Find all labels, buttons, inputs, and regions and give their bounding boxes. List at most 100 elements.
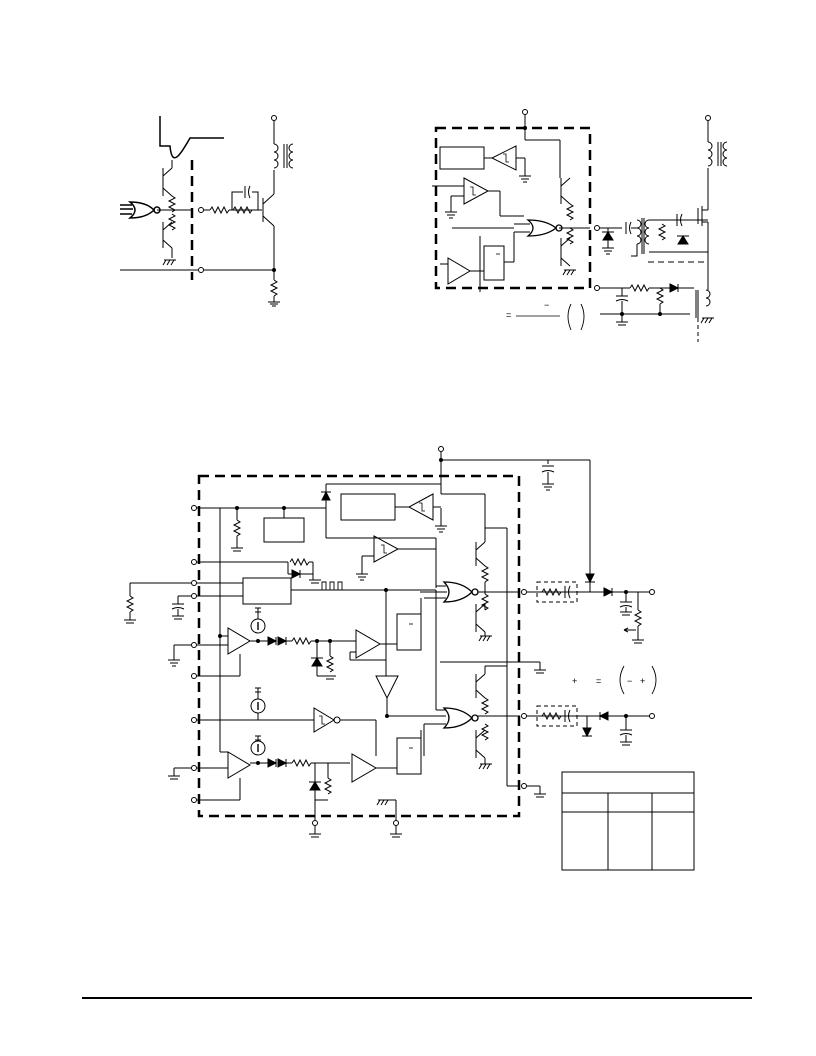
ground-icon: [124, 619, 136, 624]
terminal-node-icon: [521, 783, 527, 789]
ground-icon: [616, 321, 628, 326]
terminal-node-icon: [393, 820, 399, 826]
ground-icon: [562, 269, 576, 276]
triangle-amplifier-icon: [351, 753, 377, 783]
ground-icon: [602, 247, 614, 255]
ground-icon: [534, 793, 546, 798]
ground-icon: [309, 833, 321, 838]
capacitor-icon: [676, 213, 683, 227]
current-source-icon: [250, 698, 266, 714]
resistor-icon: [289, 557, 310, 567]
transformer-icon: [705, 115, 728, 167]
page-footer-rule: [82, 997, 752, 999]
current-source-icon: [250, 740, 266, 756]
or-gate-icon: [442, 707, 479, 729]
resistor-icon: [167, 195, 177, 231]
resistor-icon: [209, 205, 230, 215]
terminal-node-icon: [198, 267, 204, 273]
terminal-node-icon: [522, 109, 528, 115]
latch-block: [483, 245, 505, 281]
or-gate-icon: [526, 219, 563, 237]
resistor-icon: [657, 223, 667, 241]
mosfet-icon: [697, 168, 709, 262]
schmitt-trigger-icon: [490, 145, 517, 171]
terminal-node-icon: [521, 713, 527, 719]
latch-block-b: [396, 737, 422, 775]
reference-block: [439, 146, 485, 170]
diode-icon: [277, 636, 288, 646]
zener-diode-icon: [582, 727, 592, 738]
ic-boundary-box: [434, 126, 592, 290]
resistor-icon: [565, 227, 575, 245]
resistor-icon: [655, 287, 665, 305]
npn-transistor-icon: [475, 541, 486, 633]
resistor-icon: [541, 587, 562, 597]
output-network-b-box: [536, 705, 578, 727]
ground-icon: [700, 317, 714, 324]
resistor-icon: [480, 593, 490, 611]
triangle-amplifier-icon: [375, 675, 399, 700]
triangle-amplifier-icon: [227, 751, 251, 779]
fig3-formula-plus: +: [572, 676, 578, 686]
resistor-icon: [291, 636, 312, 646]
clock-pulse-waveform: [318, 581, 343, 591]
terminal-node-icon: [594, 285, 600, 291]
ground-icon: [172, 615, 184, 620]
diode-icon: [267, 636, 278, 646]
fig2-formula-numerator: −: [544, 300, 549, 310]
reference-regulator-block: [340, 493, 396, 521]
zener-diode-icon: [585, 573, 595, 584]
capacitor-icon: [619, 729, 633, 736]
oscillator-block: [242, 577, 292, 605]
resistor-icon: [232, 519, 242, 537]
ground-icon: [519, 175, 531, 183]
ic-boundary-box: [197, 474, 521, 818]
schmitt-trigger-icon: [463, 177, 490, 205]
ground-icon: [162, 259, 176, 266]
terminal-node-icon: [198, 207, 204, 213]
ground-icon: [534, 669, 546, 674]
terminal-node-icon: [649, 713, 655, 719]
triangle-amplifier-icon: [227, 627, 251, 655]
terminal-node-icon: [594, 225, 600, 231]
terminal-node-icon: [438, 446, 444, 452]
ground-icon: [620, 611, 632, 616]
triangle-amplifier-icon: [355, 629, 381, 659]
ground-icon: [632, 639, 644, 644]
fig2-formula: =: [506, 310, 511, 320]
ground-icon: [390, 833, 402, 838]
schmitt-trigger-icon: [373, 535, 400, 563]
resistor-icon: [633, 609, 643, 627]
diode-icon: [291, 569, 302, 579]
npn-transistor-icon: [162, 160, 173, 258]
ground-icon: [168, 659, 180, 667]
diode-icon: [603, 587, 614, 597]
ground-icon: [231, 547, 243, 552]
capacitor-icon: [619, 601, 633, 608]
ground-icon: [620, 741, 632, 746]
capacitor-icon: [625, 221, 632, 235]
capacitor-icon: [615, 295, 629, 302]
transformer-icon: [695, 262, 711, 318]
ground-icon: [542, 483, 554, 491]
or-gate-icon: [442, 581, 479, 603]
pin-terminals: [191, 505, 197, 803]
diode-icon: [267, 758, 278, 768]
schmitt-trigger-icon: [407, 493, 434, 521]
resistor-icon: [541, 711, 562, 721]
or-gate-icon: [120, 201, 161, 219]
zener-diode-icon: [309, 781, 321, 791]
zener-diode-icon: [677, 235, 689, 245]
gate-voltage-waveform: [159, 116, 224, 159]
ground-icon: [168, 775, 180, 780]
terminal-node-icon: [521, 589, 527, 595]
selection-table: [561, 771, 695, 871]
output-network-a-box: [536, 581, 578, 603]
current-source-icon: [250, 618, 266, 634]
resistor-icon: [480, 697, 490, 715]
formula-minus: −: [544, 300, 550, 310]
ground-icon: [376, 799, 390, 806]
